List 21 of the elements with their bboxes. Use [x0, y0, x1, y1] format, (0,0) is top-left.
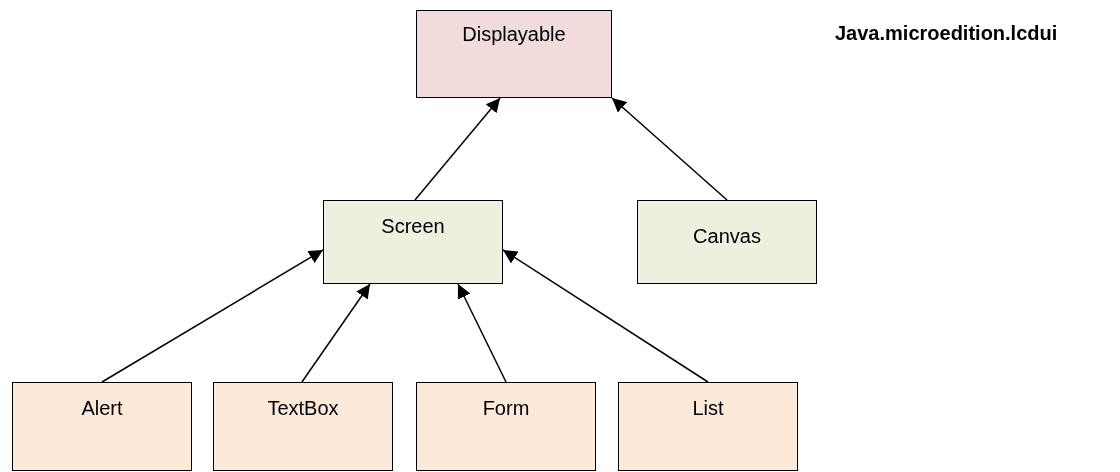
inheritance-arrow — [301, 283, 371, 383]
class-name: Form — [482, 397, 530, 420]
class-box — [618, 382, 798, 471]
class-box — [416, 10, 612, 98]
class-box — [323, 200, 503, 284]
inheritance-arrow — [502, 249, 709, 383]
inheritance-arrow — [611, 97, 728, 201]
class-box — [416, 382, 596, 471]
class-box — [637, 200, 817, 284]
package-name: Java.microedition.lcdui — [835, 22, 1058, 45]
class-name: Displayable — [462, 23, 566, 46]
class-box — [213, 382, 393, 471]
inheritance-arrow — [457, 283, 507, 383]
class-name: List — [692, 397, 724, 420]
class-box — [12, 382, 192, 471]
class-name: Screen — [381, 215, 445, 238]
class-name: Alert — [81, 397, 123, 420]
inheritance-arrow — [414, 97, 501, 201]
inheritance-arrow — [101, 249, 324, 383]
class-name: TextBox — [267, 397, 339, 420]
class-name: Canvas — [693, 225, 761, 248]
